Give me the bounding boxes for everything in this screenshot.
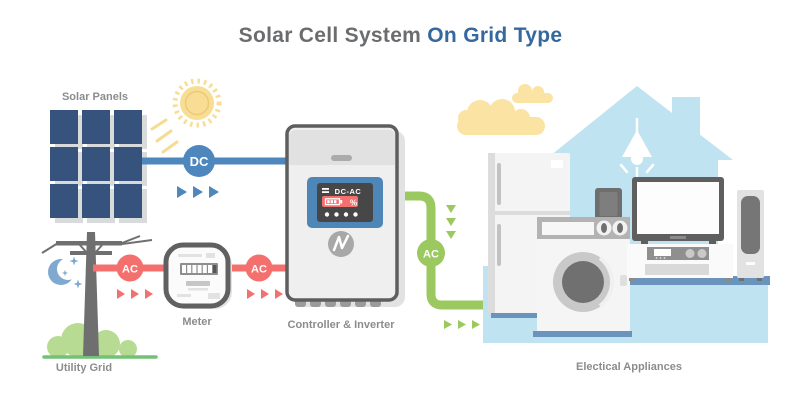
ac-meter-badge-label: AC <box>251 264 267 276</box>
green-right-arrows <box>444 320 480 329</box>
appliances-label: Electical Appliances <box>576 361 682 373</box>
solar-panel-array <box>50 110 147 223</box>
solar-panels-label: Solar Panels <box>62 91 128 103</box>
utility-grid <box>41 232 158 359</box>
washer-knobs <box>596 220 628 236</box>
speaker-small <box>595 188 622 221</box>
star-icons <box>61 256 83 289</box>
power-pole <box>41 232 153 356</box>
av-receiver <box>647 247 709 260</box>
dc-badge: DC <box>183 145 215 177</box>
electric-meter <box>163 242 232 309</box>
ac-output-badge: AC <box>417 239 445 267</box>
chimney <box>672 97 700 145</box>
meter-digit-display <box>180 263 218 275</box>
title-main: Solar Cell System <box>238 24 422 47</box>
console-drawer <box>645 264 709 275</box>
page-title: Solar Cell System On Grid Type <box>0 24 801 48</box>
utility-grid-label: Utility Grid <box>56 362 112 374</box>
sun-icon <box>150 78 222 154</box>
floor-right <box>630 284 768 343</box>
dc-arrows <box>177 186 219 198</box>
battery-icon <box>324 198 343 206</box>
tower-speaker <box>737 190 764 281</box>
ac-output-badge-label: AC <box>423 249 439 261</box>
media-console <box>627 244 733 281</box>
power-bolt-icon <box>328 231 354 257</box>
inverter-display: DC-AC % <box>307 177 383 228</box>
meter-label: Meter <box>182 316 212 328</box>
ac-meter-arrows <box>247 289 283 299</box>
ac-grid-badge-label: AC <box>122 264 138 276</box>
inverter-mode-text: DC-AC <box>335 187 362 196</box>
cloud-icon-large <box>457 99 545 135</box>
ac-grid-badge: AC <box>116 254 144 282</box>
display-dots <box>324 212 358 217</box>
washer-shadow <box>533 331 632 337</box>
fridge-shadow <box>491 313 537 318</box>
title-accent: On Grid Type <box>427 24 563 47</box>
dc-badge-label: DC <box>190 154 209 169</box>
sun-rays <box>150 118 179 154</box>
ac-grid-arrows <box>117 289 153 299</box>
controller-top-band <box>289 130 395 165</box>
controller-inverter: DC-AC % <box>285 124 405 307</box>
controller-label: Controller & Inverter <box>288 319 396 331</box>
panel-cells <box>50 110 142 218</box>
ac-meter-badge: AC <box>245 254 273 282</box>
tv <box>632 177 724 244</box>
ac-output-flow-line <box>392 191 491 329</box>
green-down-arrows <box>446 205 456 239</box>
washer-drum <box>553 252 627 312</box>
battery-unit-text: % <box>350 199 357 208</box>
floor-stripe <box>630 276 770 285</box>
washing-machine <box>537 217 630 331</box>
lamp-icon <box>619 118 655 178</box>
controller-vent <box>331 155 352 161</box>
cloud-icon-small <box>512 84 553 103</box>
